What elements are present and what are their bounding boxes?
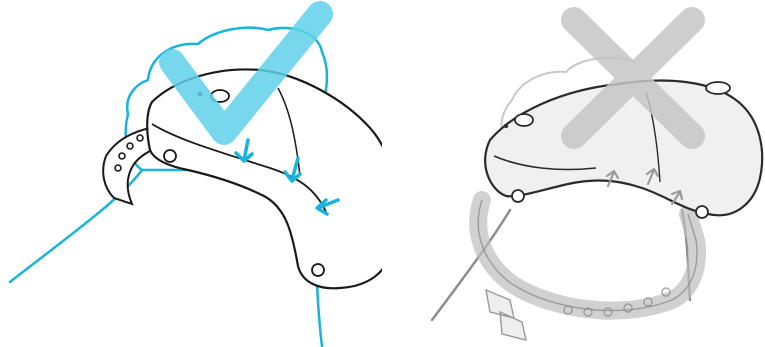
indicator-light [504, 124, 508, 128]
correct-fit-panel [0, 0, 382, 347]
power-button [515, 114, 533, 126]
headset-strap [478, 200, 697, 311]
side-screw-front [164, 150, 176, 162]
side-screw-rear [312, 264, 324, 276]
side-screw-front [512, 190, 524, 202]
incorrect-fit-illustration [382, 0, 765, 347]
side-dial [706, 82, 730, 94]
side-screw-rear [696, 206, 708, 218]
incorrect-fit-panel [382, 0, 765, 347]
correct-fit-illustration [0, 0, 382, 347]
